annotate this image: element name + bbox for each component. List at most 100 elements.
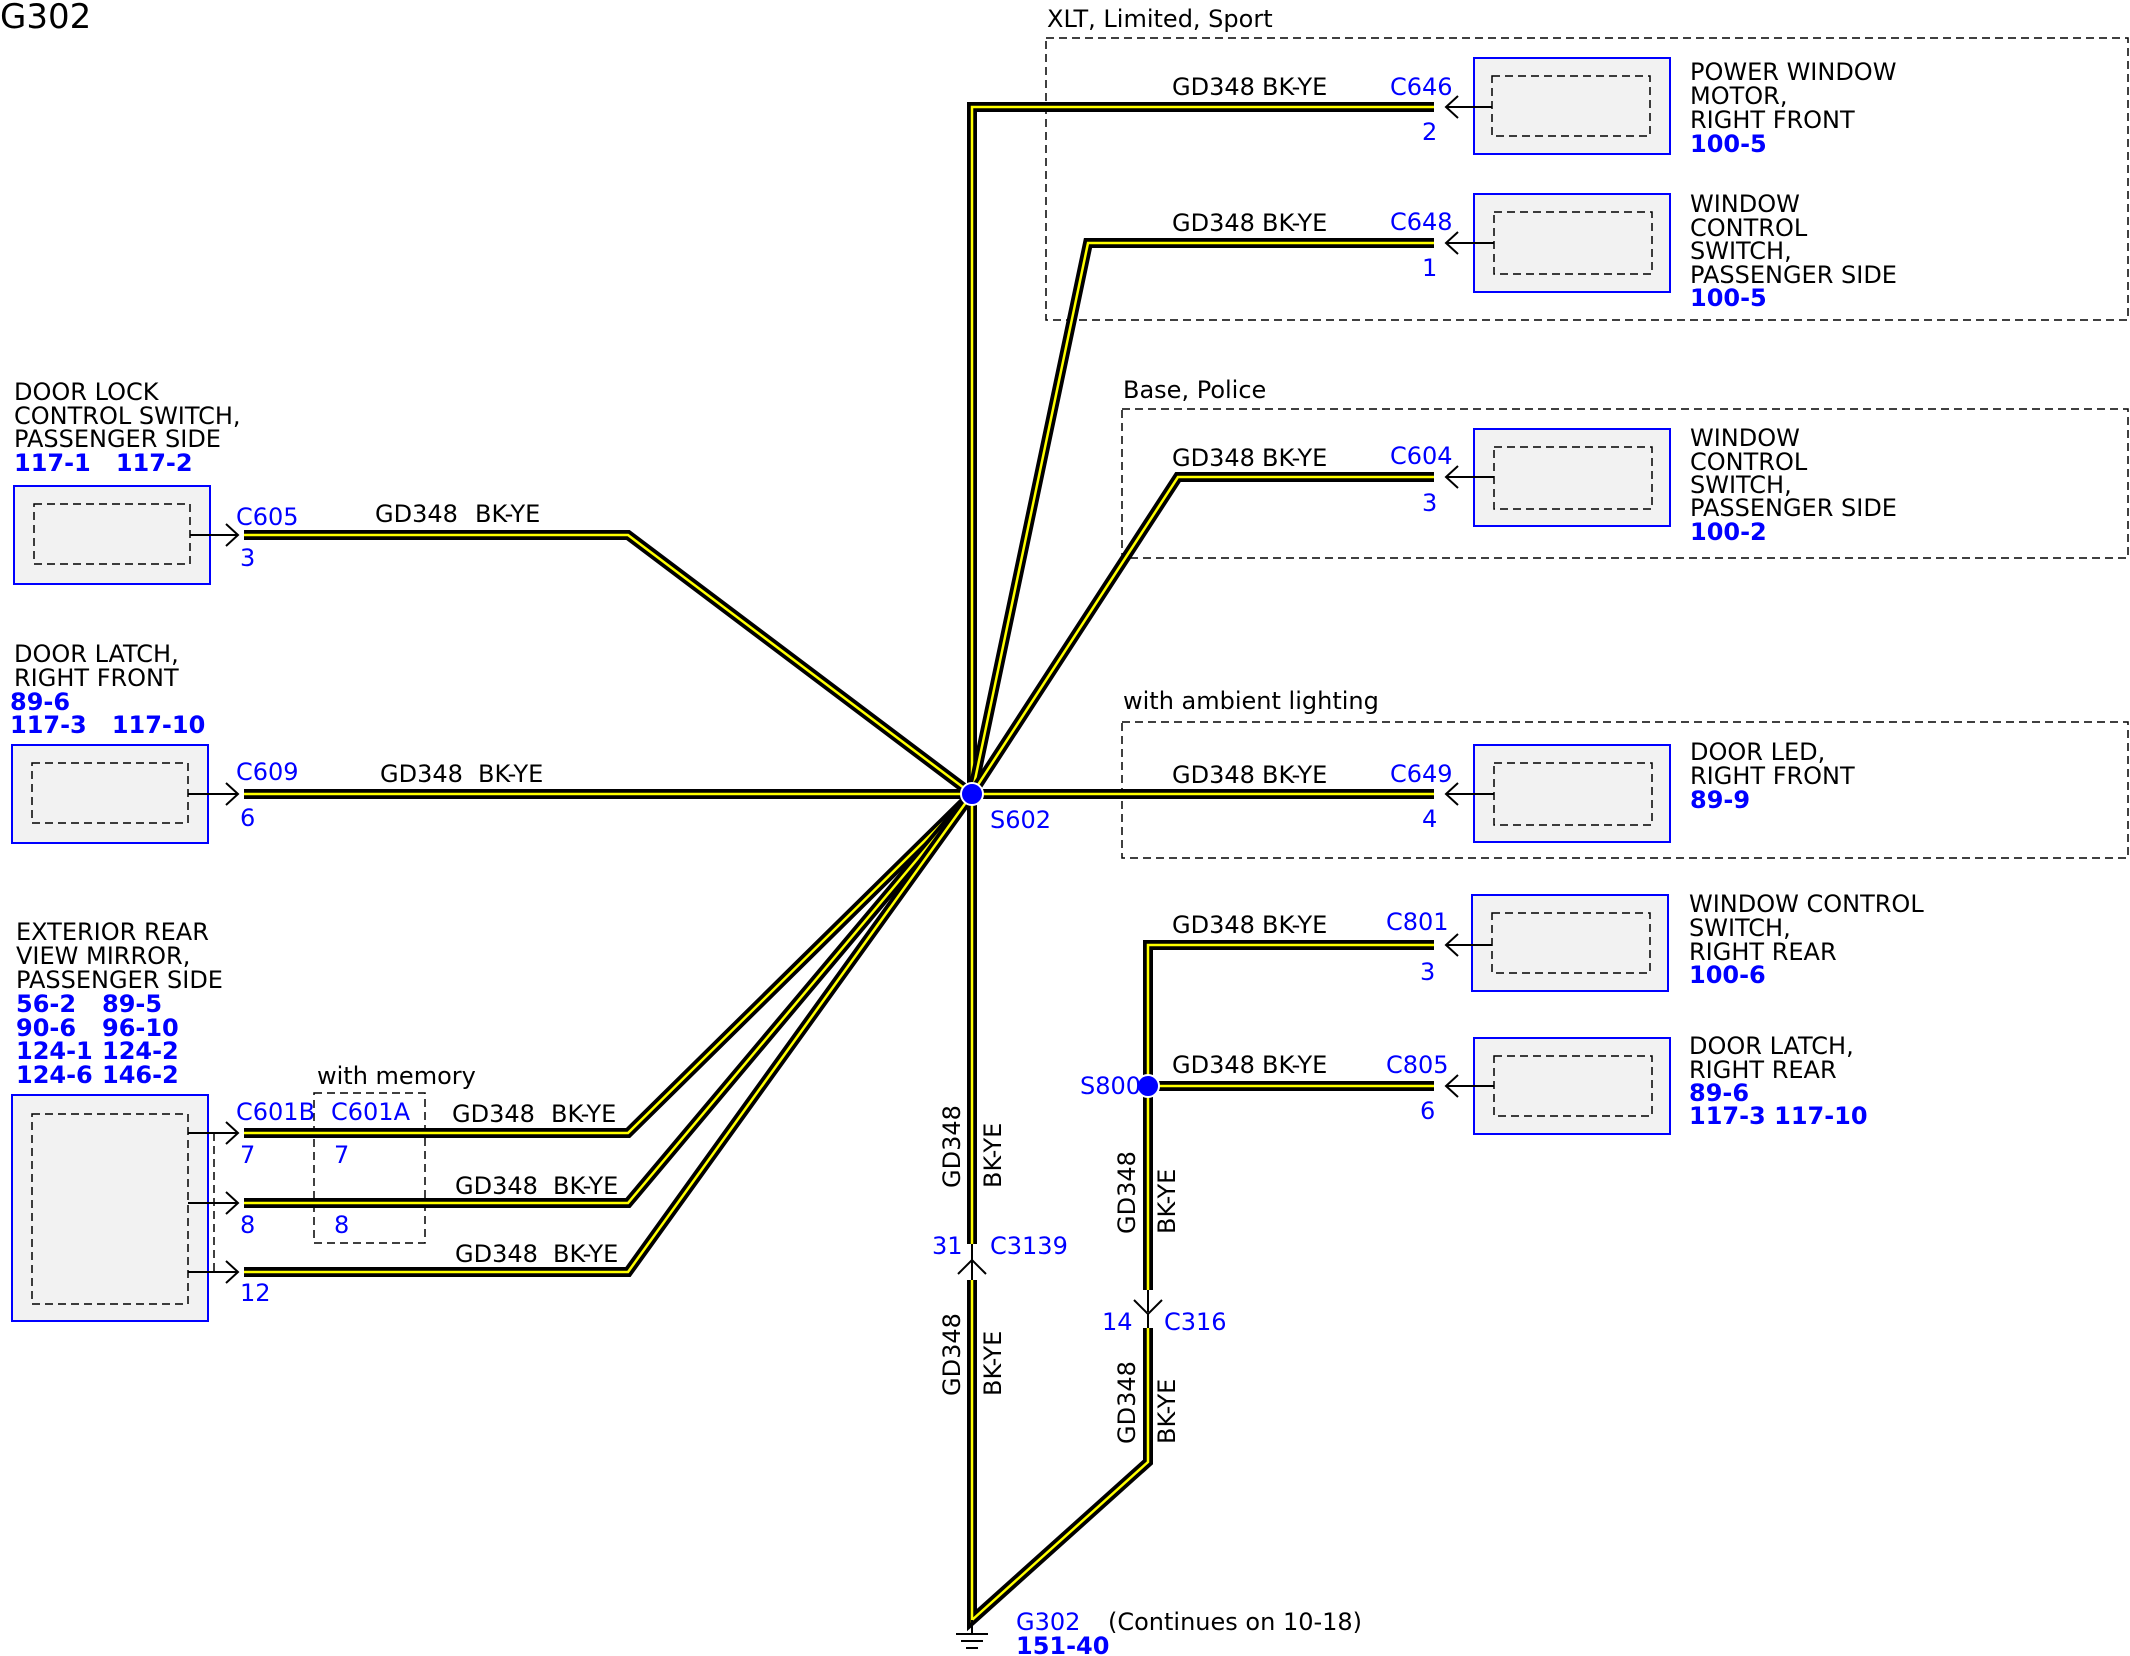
component-box: [1473, 744, 1671, 843]
connector-label: C646: [1390, 73, 1453, 101]
wire-c648: [967, 238, 1434, 796]
wire-circuit-c609: GD348: [380, 760, 463, 788]
component-name-line: CONTROL: [1690, 448, 1808, 476]
component-door-led[interactable]: C649 4 DOOR LED, RIGHT FRONT 89-9: [1390, 738, 1855, 843]
pin-number: 3: [1420, 958, 1435, 986]
connector-pin-icon: [1444, 1074, 1494, 1098]
component-door-latch-front[interactable]: DOOR LATCH, RIGHT FRONT 89-6 117-3 117-1…: [10, 640, 299, 844]
component-box: [1471, 894, 1669, 992]
connector-pin-icon: [1444, 95, 1492, 119]
component-exterior-mirror[interactable]: EXTERIOR REAR VIEW MIRROR, PASSENGER SID…: [11, 918, 411, 1322]
connector-label: C609: [236, 758, 299, 786]
wire-circuit-c605: GD348: [375, 500, 458, 528]
component-window-control-switch-base[interactable]: C604 3 WINDOW CONTROL SWITCH, PASSENGER …: [1390, 424, 1897, 546]
component-door-latch-rear[interactable]: C805 6 DOOR LATCH, RIGHT REAR 89-6 117-3…: [1386, 1032, 1868, 1135]
page-reference[interactable]: 124-2: [102, 1037, 179, 1065]
pin-number: 2: [1422, 118, 1437, 146]
option-group-base: Base, Police: [1121, 376, 2129, 559]
connector-label-c601a: C601A: [331, 1098, 411, 1126]
component-name-line: DOOR LATCH,: [14, 640, 179, 668]
inline-connector-c3139[interactable]: 31 C3139: [932, 1232, 1068, 1280]
component-inner: [31, 1113, 189, 1305]
wire-c604: [967, 472, 1434, 797]
page-reference[interactable]: 89-5: [102, 990, 162, 1018]
ground-g302[interactable]: G302 151-40 (Continues on 10-18): [956, 1608, 1362, 1656]
page-reference[interactable]: 90-6: [16, 1014, 76, 1042]
option-group-xlt: XLT, Limited, Sport: [1045, 5, 2129, 321]
splice-s602[interactable]: S602: [960, 782, 1051, 834]
page-reference[interactable]: 124-1: [16, 1037, 93, 1065]
splice-label: S602: [990, 806, 1051, 834]
ground-icon: [956, 1620, 988, 1649]
page-reference[interactable]: 117-3 117-10: [10, 711, 205, 739]
page-reference[interactable]: 117-1 117-2: [14, 449, 193, 477]
connector-label: C649: [1390, 760, 1453, 788]
splice-dot: [1136, 1074, 1160, 1098]
wire-circuit-c801: GD348: [1172, 911, 1255, 939]
page-reference[interactable]: 100-6: [1689, 961, 1766, 989]
page-reference[interactable]: 89-9: [1690, 786, 1750, 814]
page-reference[interactable]: 56-2: [16, 990, 76, 1018]
page-reference[interactable]: 89-6: [1689, 1079, 1749, 1107]
component-name-line: PASSENGER SIDE: [14, 425, 221, 453]
page-reference[interactable]: 96-10: [102, 1014, 179, 1042]
component-name-line: PASSENGER SIDE: [1690, 261, 1897, 289]
page-reference[interactable]: 100-5: [1690, 130, 1767, 158]
wire-circuit-vert-lower: GD348: [938, 1313, 966, 1396]
wire-c3139-to-ground: [967, 1280, 1153, 1632]
inline-connector-icon: [1133, 1290, 1163, 1328]
component-window-control-switch-rear[interactable]: C801 3 WINDOW CONTROL SWITCH, RIGHT REAR…: [1386, 890, 1924, 992]
pin-number: 8: [334, 1211, 349, 1239]
page-reference[interactable]: 89-6: [10, 688, 70, 716]
continuation-note[interactable]: (Continues on 10-18): [1108, 1608, 1362, 1636]
splice-dot: [960, 782, 984, 806]
wire-color-vert-c316: BK-YE: [1153, 1379, 1181, 1444]
wire-color-vert-upper: BK-YE: [979, 1123, 1007, 1188]
component-window-control-switch-xlt[interactable]: C648 1 WINDOW CONTROL SWITCH, PASSENGER …: [1390, 190, 1897, 312]
component-name-line: VIEW MIRROR,: [16, 942, 190, 970]
component-name-line: CONTROL: [1690, 214, 1808, 242]
component-name-line: WINDOW: [1690, 190, 1800, 218]
page-reference[interactable]: 151-40: [1016, 1632, 1109, 1656]
page-reference[interactable]: 100-2: [1690, 518, 1767, 546]
component-box: [11, 744, 209, 844]
wire-color-c601-8: BK-YE: [553, 1172, 618, 1200]
wire-circuit-c601-7: GD348: [452, 1100, 535, 1128]
splice-s800[interactable]: S800: [1080, 1072, 1160, 1100]
wire-c801: [1143, 940, 1434, 1084]
component-power-window-motor[interactable]: C646 2 POWER WINDOW MOTOR, RIGHT FRONT 1…: [1390, 57, 1896, 158]
component-box: [1473, 57, 1671, 155]
page-reference[interactable]: 117-3 117-10: [1689, 1102, 1868, 1130]
component-name-line: RIGHT FRONT: [14, 664, 179, 692]
wire-c601-pin7: [244, 790, 976, 1138]
connector-pin-icon: [1444, 782, 1494, 806]
connector-pin-icon: [188, 782, 240, 806]
component-name-line: RIGHT FRONT: [1690, 762, 1855, 790]
wire-circuit-vert-s800: GD348: [1113, 1151, 1141, 1234]
component-name-line: SWITCH,: [1690, 471, 1792, 499]
connector-label: C605: [236, 503, 299, 531]
page-reference[interactable]: 146-2: [102, 1061, 179, 1089]
inline-connector-c316[interactable]: 14 C316: [1102, 1290, 1227, 1336]
connector-label-c601b: C601B: [236, 1098, 315, 1126]
connector-label: C801: [1386, 908, 1449, 936]
page-reference[interactable]: 124-6: [16, 1061, 93, 1089]
pin-number: 6: [240, 804, 255, 832]
wire-color-c601-7: BK-YE: [551, 1100, 616, 1128]
connector-pin-icon: [188, 1260, 240, 1284]
component-name-line: DOOR LED,: [1690, 738, 1825, 766]
option-box-memory: [313, 1092, 426, 1244]
pin-number: 3: [240, 544, 255, 572]
component-box: [1473, 428, 1671, 527]
page-reference[interactable]: 100-5: [1690, 284, 1767, 312]
wire-color-vert-lower: BK-YE: [979, 1331, 1007, 1396]
component-box: [13, 485, 211, 585]
connector-pin-icon: [188, 1121, 240, 1145]
component-name-line: SWITCH,: [1690, 237, 1792, 265]
wire-c601-pin8: [244, 790, 976, 1208]
component-door-lock-control-switch[interactable]: DOOR LOCK CONTROL SWITCH, PASSENGER SIDE…: [13, 378, 299, 585]
wire-circuit-c648: GD348: [1172, 209, 1255, 237]
wire-color-c648: BK-YE: [1262, 209, 1327, 237]
pin-number: 3: [1422, 489, 1437, 517]
